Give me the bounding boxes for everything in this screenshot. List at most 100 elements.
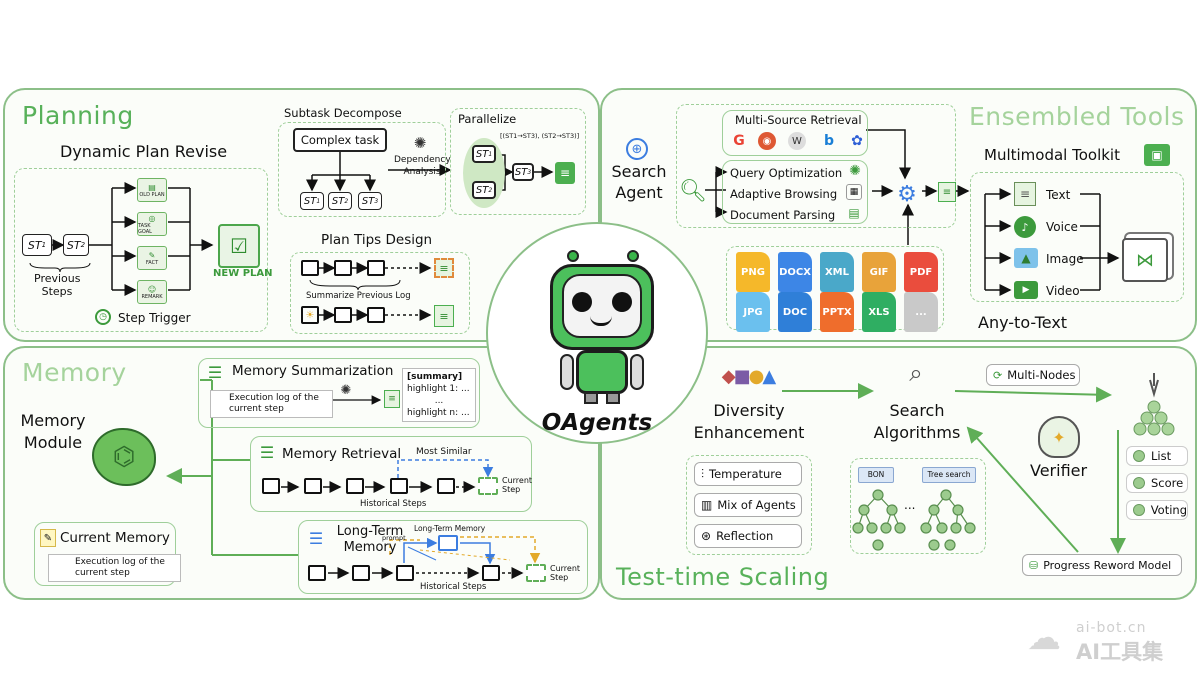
document-parsing-label: Document Parsing	[730, 208, 836, 222]
new-plan-clipboard-icon: ☑	[218, 224, 260, 268]
robot-eye-left	[572, 292, 592, 312]
memory-title: Memory	[22, 358, 127, 387]
new-plan-label: NEW PLAN	[213, 268, 273, 279]
file-type-more: ...	[904, 292, 938, 332]
file-type-xls: XLS	[862, 292, 896, 332]
multimodal-toolkit-label: Multimodal Toolkit	[984, 146, 1120, 164]
diversity-enhancement-label: Diversity Enhancement	[693, 401, 805, 442]
previous-steps-label: Previous Steps	[34, 272, 81, 298]
subtask-decompose-box	[278, 122, 446, 217]
long-term-memory-small-label: Long-Term Memory	[414, 524, 486, 533]
dependency-analysis-label: Dependency Analysis	[394, 155, 451, 177]
tools-title: Ensembled Tools	[969, 102, 1185, 131]
score-dot	[1133, 477, 1145, 489]
text-doc-icon: ≡	[1014, 182, 1036, 206]
execution-log-label: Execution log of the current step	[210, 390, 333, 418]
summary-ellipsis: ...	[434, 396, 444, 406]
file-type-gif: GIF	[862, 252, 896, 292]
diversity-shapes-icon: ◆■●▲	[721, 365, 776, 387]
tree-ellipsis: ...	[904, 498, 916, 512]
long-term-step-4	[482, 565, 500, 581]
voice-icon: ♪	[1014, 216, 1036, 238]
robot-arm-right	[630, 354, 644, 390]
summary-box: [summary] highlight 1: ... ... highlight…	[402, 368, 476, 422]
file-type-pptx: PPTX	[820, 292, 854, 332]
tips-step-b3	[367, 307, 385, 323]
voting-dot	[1133, 504, 1145, 516]
retrieval-historical-steps-label: Historical Steps	[360, 499, 427, 509]
magnifier-icon: 🔍︎	[679, 178, 707, 204]
long-term-current-step	[526, 564, 546, 582]
parallelize-label: Parallelize	[458, 112, 517, 126]
long-term-historical-steps-label: Historical Steps	[420, 582, 487, 592]
summary-tag: [summary]	[407, 372, 463, 382]
reflection-icon: ⊛	[701, 529, 712, 543]
search-gear-icon: ⚙	[897, 181, 917, 207]
summary-highlight-1: highlight 1: ...	[407, 384, 470, 394]
fact-card-icon: ✎FACT	[137, 246, 167, 270]
refresh-icon: ⟳	[993, 368, 1003, 382]
prompt-label: prompt	[382, 534, 406, 542]
file-type-png: PNG	[736, 252, 770, 292]
tips-step-b2	[334, 307, 352, 323]
robot-antenna-left	[567, 250, 579, 262]
summarize-previous-log-label: Summarize Previous Log	[306, 291, 411, 301]
planning-title: Planning	[22, 101, 134, 130]
step-trigger-label: Step Trigger	[118, 311, 191, 325]
remark-card-icon: ☺REMARK	[137, 280, 167, 304]
verifier-mode-score: Score	[1126, 473, 1188, 493]
memory-module-label: Memory Module	[20, 411, 86, 452]
database-icon: ☰	[207, 362, 223, 382]
modality-image-label: Image	[1046, 252, 1084, 266]
option-reflection: ⊛Reflection	[694, 524, 802, 548]
diversity-options-box	[686, 455, 812, 555]
watermark-logo-icon: ☁	[1027, 618, 1061, 658]
long-term-step-3	[396, 565, 414, 581]
retrieval-step-1	[262, 478, 280, 494]
wikipedia-icon: W	[788, 132, 806, 150]
llm-memory-icon: ✺	[340, 382, 352, 398]
file-type-xml: XML	[820, 252, 854, 292]
google-icon: G	[733, 133, 745, 149]
tips-document-icon: ≡	[434, 305, 454, 327]
duckduckgo-icon: ◉	[758, 132, 776, 150]
current-memory-label: Current Memory	[60, 530, 170, 546]
sun-icon: ☀	[301, 306, 319, 324]
plan-tips-design-label: Plan Tips Design	[321, 232, 433, 248]
search-algorithms-box	[850, 458, 986, 554]
task-goal-card-icon: ◎TASK GOAL	[137, 212, 167, 236]
search-algorithms-label: Search Algorithms	[873, 401, 961, 442]
warning-document-icon: ≡	[434, 258, 454, 278]
modality-voice-label: Voice	[1046, 220, 1078, 234]
progress-reward-model-pill: ⛁Progress Reword Model	[1022, 554, 1182, 576]
search-tree-icon: ⌕	[909, 359, 923, 387]
llm-small-icon: ✺	[849, 163, 861, 179]
old-plan-card-icon: ▤OLD PLAN	[137, 178, 167, 202]
long-term-memory-label: Long-Term Memory	[336, 524, 404, 555]
parallel-formula: [(ST1→ST3), (ST2→ST3)]	[500, 132, 580, 140]
retrieval-current-step-label: Current Step	[502, 476, 533, 494]
verifier-mode-list: List	[1126, 446, 1188, 466]
globe-search-icon: ⊕	[626, 138, 648, 160]
long-term-step-2	[352, 565, 370, 581]
robot-eye-right	[612, 292, 632, 312]
plan-tips-box	[290, 252, 470, 334]
parsed-document-icon: ≡	[938, 182, 956, 202]
search-agent-label: Search Agent	[611, 162, 667, 202]
long-term-current-step-label: Current Step	[550, 564, 581, 582]
retrieval-current-step	[478, 477, 498, 495]
toolbox-icon: ▣	[1144, 144, 1170, 166]
long-term-memory-box	[298, 520, 588, 594]
alarm-clock-icon: ◷	[95, 309, 111, 325]
modality-video-label: Video	[1046, 284, 1080, 298]
robot-body	[576, 350, 628, 394]
tree-search-label: Tree search	[922, 467, 976, 483]
brain-icon: ⌬	[92, 428, 156, 486]
bing-icon: b	[823, 133, 835, 149]
